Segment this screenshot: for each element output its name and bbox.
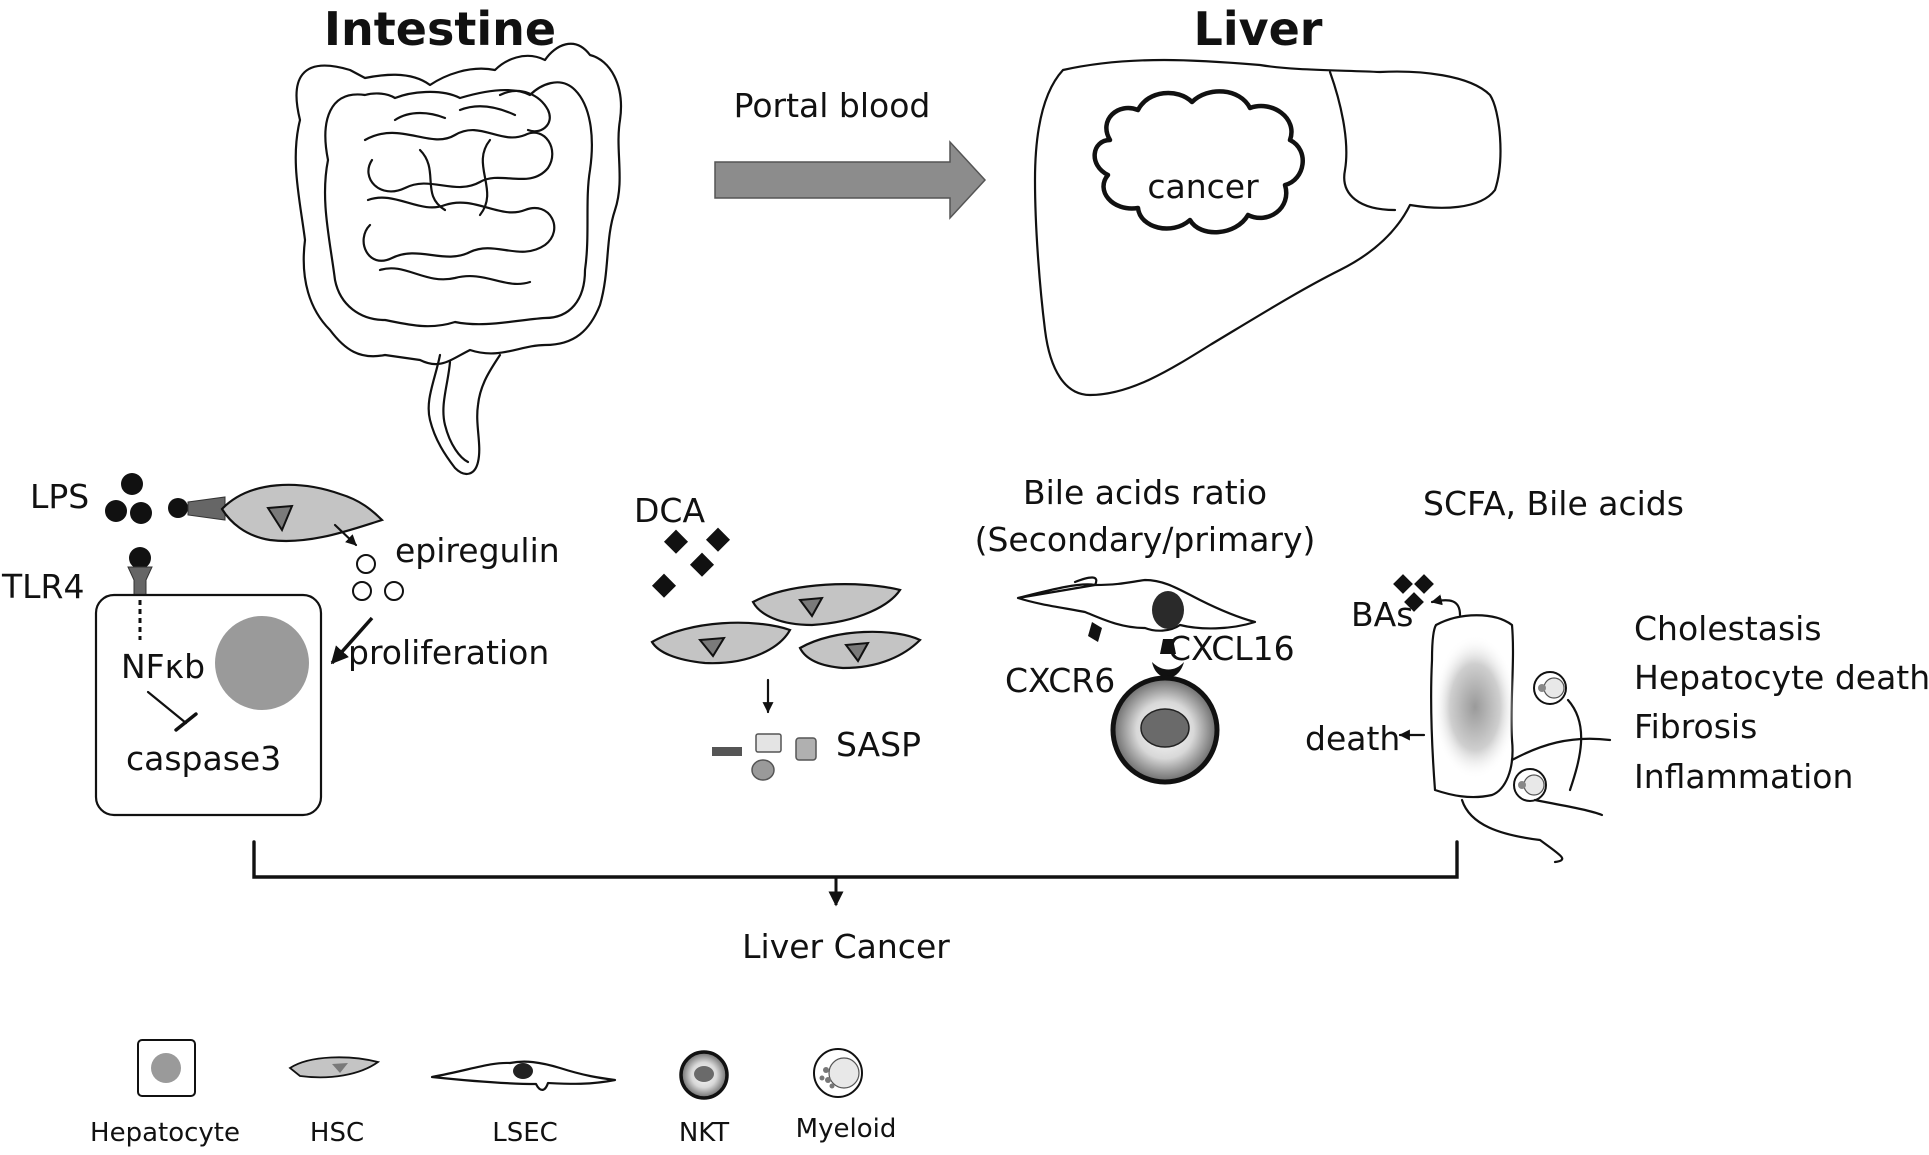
convergence-bracket bbox=[252, 840, 1459, 907]
effect-hepatocyte-death: Hepatocyte death bbox=[1634, 658, 1929, 697]
intestine-title: Intestine bbox=[324, 2, 556, 56]
lps-particle bbox=[130, 502, 152, 524]
lps-particle bbox=[105, 500, 127, 522]
legend-label-myeloid: Myeloid bbox=[796, 1114, 897, 1144]
liver-title: Liver bbox=[1194, 2, 1323, 56]
intestine-illustration bbox=[294, 42, 623, 476]
lps-particle bbox=[129, 547, 151, 569]
legend-label-hepatocyte: Hepatocyte bbox=[90, 1118, 240, 1148]
dca-label: DCA bbox=[634, 491, 705, 530]
bile-ratio-title-2: (Secondary/primary) bbox=[975, 520, 1316, 559]
lps-tlr4-panel: LPS TLR4 NFκb caspase3 epiregulin prolif… bbox=[1, 473, 560, 817]
dca-sasp-panel: DCA SASP bbox=[634, 491, 922, 781]
tlr4-label: TLR4 bbox=[1, 567, 84, 606]
hepatocyte-nucleus bbox=[215, 616, 309, 710]
cxcr6-label: CXCR6 bbox=[1005, 661, 1115, 700]
liver-illustration: cancer bbox=[1033, 58, 1502, 397]
portal-blood-arrow bbox=[714, 140, 987, 220]
legend: Hepatocyte HSC LSEC NKT Myeloid bbox=[90, 1039, 897, 1148]
epiregulin-label: epiregulin bbox=[395, 531, 560, 570]
cancer-label: cancer bbox=[1147, 167, 1259, 206]
tlr4-receptor bbox=[127, 566, 153, 599]
lsec-icon bbox=[430, 1060, 617, 1091]
hsc-cell bbox=[220, 483, 385, 542]
effect-inflammation: Inflammation bbox=[1634, 757, 1853, 796]
bile-ratio-panel: Bile acids ratio (Secondary/primary) CXC… bbox=[975, 473, 1316, 785]
nfkb-label: NFκb bbox=[121, 647, 205, 686]
death-label: death bbox=[1305, 719, 1400, 758]
legend-label-lsec: LSEC bbox=[492, 1118, 558, 1148]
hsc-icon bbox=[288, 1056, 381, 1079]
portal-blood-label: Portal blood bbox=[734, 86, 931, 125]
effect-fibrosis: Fibrosis bbox=[1634, 707, 1757, 746]
bas-label: BAs bbox=[1351, 595, 1413, 634]
bile-ratio-title-1: Bile acids ratio bbox=[1023, 473, 1267, 512]
lps-label: LPS bbox=[30, 477, 89, 516]
legend-label-nkt: NKT bbox=[679, 1118, 729, 1148]
caspase3-label: caspase3 bbox=[126, 739, 281, 778]
legend-label-hsc: HSC bbox=[310, 1118, 364, 1148]
proliferation-label: proliferation bbox=[348, 633, 549, 672]
lps-receptor-on-hsc bbox=[187, 496, 226, 521]
liver-cancer-outcome: Liver Cancer bbox=[742, 927, 950, 966]
effect-cholestasis: Cholestasis bbox=[1634, 609, 1822, 648]
cxcl16-label: CXCL16 bbox=[1168, 629, 1295, 668]
scfa-title: SCFA, Bile acids bbox=[1423, 484, 1684, 523]
scfa-panel: SCFA, Bile acids BAs death Cholestasis H… bbox=[1305, 484, 1929, 864]
lps-particle bbox=[121, 473, 143, 495]
cancer-lesion bbox=[1092, 89, 1305, 235]
lps-particle bbox=[168, 498, 188, 518]
sasp-label: SASP bbox=[836, 725, 921, 764]
